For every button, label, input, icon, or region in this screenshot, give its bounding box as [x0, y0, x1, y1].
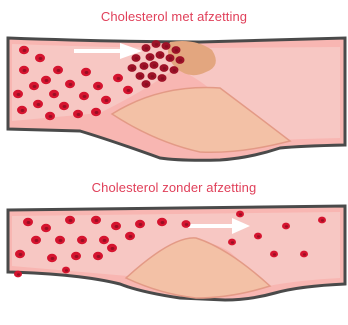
red-blood-cell-center: [49, 115, 53, 118]
red-blood-cell-center: [139, 75, 142, 78]
red-blood-cell-center: [33, 85, 37, 88]
red-blood-cell-center: [21, 109, 25, 112]
red-blood-cell-center: [103, 239, 107, 242]
red-blood-cell-center: [129, 235, 133, 238]
red-blood-cell-center: [151, 75, 154, 78]
red-blood-cell-center: [27, 221, 31, 224]
red-blood-cell-center: [149, 56, 152, 59]
red-blood-cell-center: [19, 253, 23, 256]
red-blood-cell-center: [239, 213, 242, 215]
red-blood-cell-center: [321, 219, 324, 221]
red-blood-cell-center: [155, 43, 158, 46]
red-blood-cell-center: [69, 83, 73, 86]
red-blood-cell-center: [39, 57, 43, 60]
red-blood-cell-center: [231, 241, 234, 243]
red-blood-cell-center: [257, 235, 260, 237]
artery-without-deposit: [0, 196, 348, 325]
red-blood-cell-center: [111, 247, 115, 250]
red-blood-cell-center: [303, 253, 306, 255]
red-blood-cell-center: [145, 83, 148, 86]
red-blood-cell-center: [173, 69, 176, 72]
red-blood-cell-center: [175, 49, 178, 52]
red-blood-cell-center: [45, 227, 49, 230]
red-blood-cell-center: [143, 65, 146, 68]
red-blood-cell-center: [139, 223, 143, 226]
red-blood-cell-center: [51, 257, 55, 260]
red-blood-cell-center: [169, 57, 172, 60]
red-blood-cell-center: [145, 47, 148, 50]
red-blood-cell-center: [105, 99, 109, 102]
red-blood-cell-center: [75, 255, 79, 258]
red-blood-cell-center: [161, 221, 165, 224]
red-blood-cell-center: [45, 79, 49, 82]
red-blood-cell-center: [23, 69, 27, 72]
bottom-caption: Cholesterol zonder afzetting: [0, 180, 348, 195]
red-blood-cell-center: [131, 67, 134, 70]
red-blood-cell-center: [85, 71, 89, 74]
red-blood-cell-center: [161, 77, 164, 80]
red-blood-cell-center: [97, 85, 101, 88]
red-blood-cell-center: [95, 219, 99, 222]
red-blood-cell-center: [179, 59, 182, 62]
red-blood-cell-center: [185, 223, 188, 226]
red-blood-cell-center: [65, 269, 68, 271]
red-blood-cell-center: [59, 239, 63, 242]
red-blood-cell-center: [115, 225, 119, 228]
red-blood-cell-center: [153, 64, 156, 67]
red-blood-cell-center: [135, 57, 138, 60]
red-blood-cell-center: [37, 103, 41, 106]
red-blood-cell-center: [53, 93, 57, 96]
red-blood-cell-center: [165, 45, 168, 48]
red-blood-cell-center: [97, 255, 101, 258]
red-blood-cell-center: [83, 95, 87, 98]
red-blood-cell-center: [127, 89, 131, 92]
red-blood-cell-center: [77, 113, 81, 116]
red-blood-cell-center: [63, 105, 67, 108]
red-blood-cell-center: [81, 239, 85, 242]
red-blood-cell-center: [95, 111, 99, 114]
red-blood-cell-center: [117, 77, 121, 80]
red-blood-cell-center: [17, 273, 20, 275]
artery-with-deposit: [0, 28, 348, 168]
red-blood-cell-center: [163, 67, 166, 70]
red-blood-cell-center: [285, 225, 288, 227]
red-blood-cell-center: [17, 93, 21, 96]
red-blood-cell-center: [57, 69, 61, 72]
red-blood-cell-center: [273, 253, 276, 255]
red-blood-cell-center: [159, 54, 162, 57]
red-blood-cell-center: [69, 219, 73, 222]
red-blood-cell-center: [35, 239, 39, 242]
red-blood-cell-center: [23, 49, 27, 52]
top-caption: Cholesterol met afzetting: [0, 9, 348, 24]
